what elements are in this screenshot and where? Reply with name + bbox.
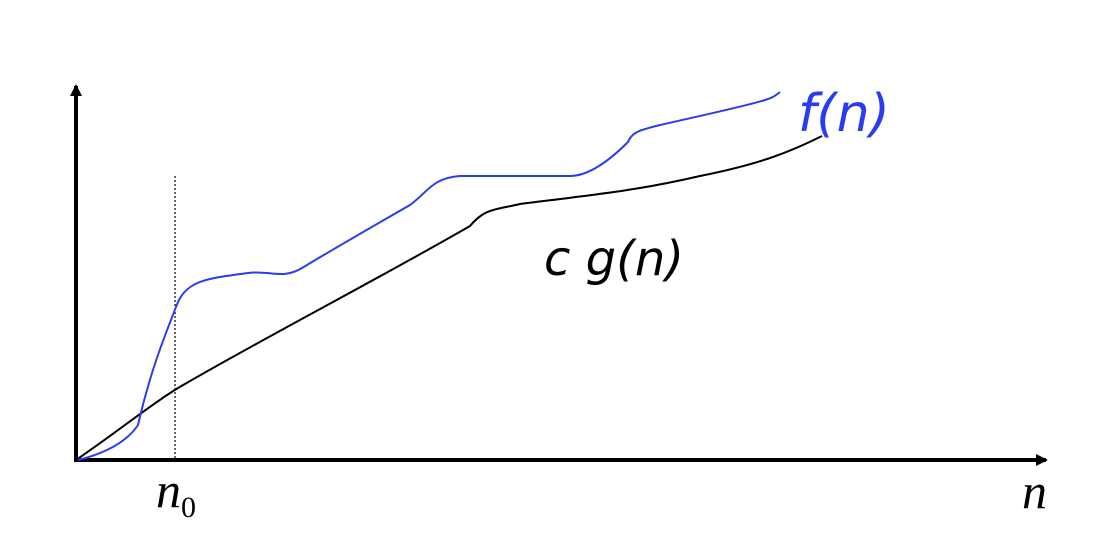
n0-subscript: 0 [181, 491, 196, 524]
n0-label: n0 [156, 462, 196, 524]
f-label: f(n) [798, 84, 890, 144]
n0-base: n [156, 462, 181, 518]
f-curve [77, 91, 781, 461]
x-axis-label: n [1022, 463, 1047, 519]
g-curve [75, 135, 823, 461]
g-label: c g(n) [544, 231, 684, 287]
